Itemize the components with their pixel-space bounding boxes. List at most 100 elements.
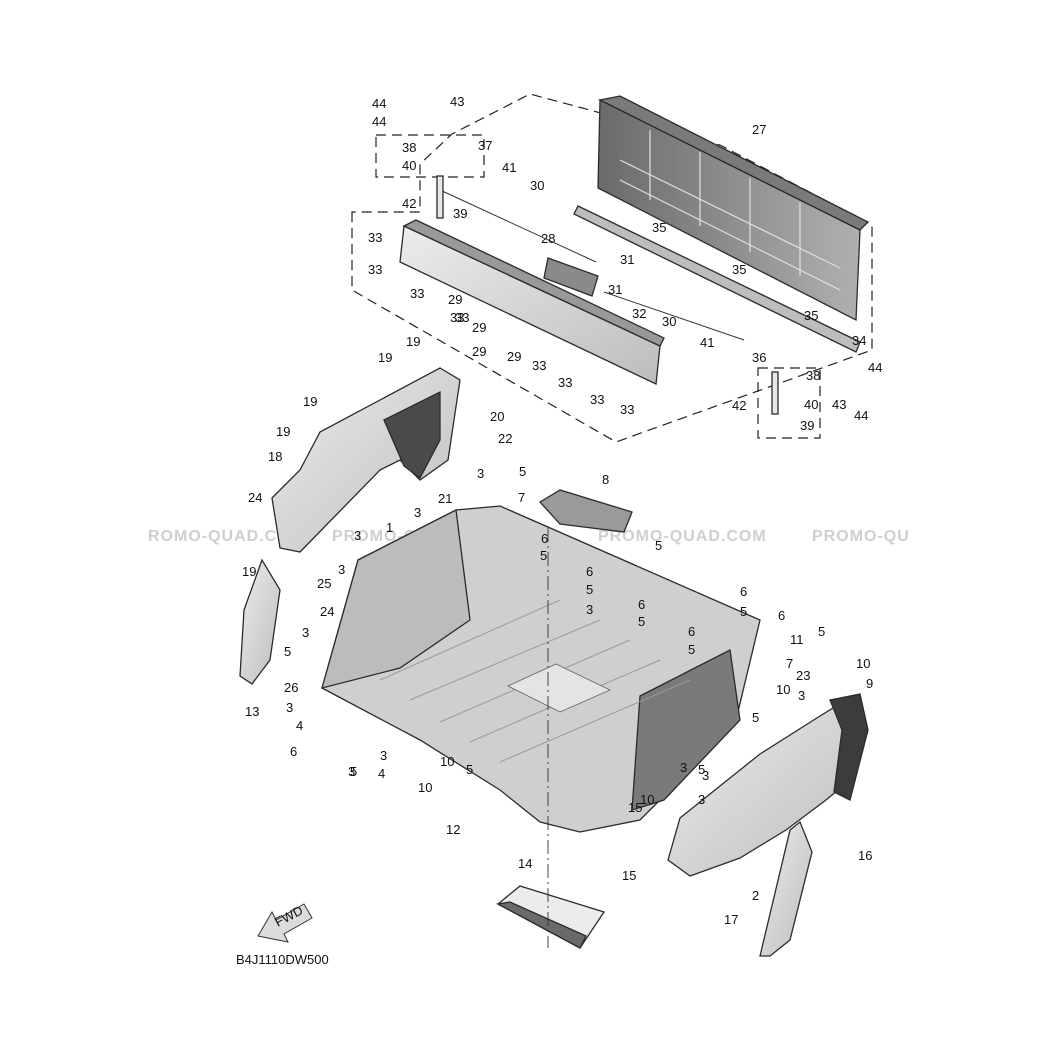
- callout-number: 5: [698, 762, 705, 777]
- callout-number: 33: [620, 402, 634, 417]
- callout-number: 44: [854, 408, 868, 423]
- callout-number: 4: [296, 718, 303, 733]
- watermark-text: PROMO-QU: [812, 528, 910, 545]
- callout-number: 3: [702, 768, 709, 783]
- callout-number: 4: [378, 766, 385, 781]
- callout-number: 25: [317, 576, 331, 591]
- callout-number: 3: [477, 466, 484, 481]
- callout-number: 24: [320, 604, 334, 619]
- callout-number: 3: [286, 700, 293, 715]
- callout-number: 30: [530, 178, 544, 193]
- callout-number: 31: [608, 282, 622, 297]
- callout-number: 43: [832, 397, 846, 412]
- callout-number: 5: [740, 604, 747, 619]
- callout-number: 34: [852, 333, 866, 348]
- callout-number: 39: [453, 206, 467, 221]
- callout-number: 16: [858, 848, 872, 863]
- callout-number: 17: [724, 912, 738, 927]
- callout-number: 28: [541, 231, 555, 246]
- callout-number: 3: [586, 602, 593, 617]
- callout-number: 19: [378, 350, 392, 365]
- callout-number: 15: [628, 800, 642, 815]
- callout-number: 9: [866, 676, 873, 691]
- callout-number: 3: [380, 748, 387, 763]
- callout-number: 1: [386, 520, 393, 535]
- tailgate-assembly-outline: [351, 93, 873, 443]
- callout-number: 6: [638, 597, 645, 612]
- tailgate-rail: [573, 205, 861, 353]
- callout-number: 12: [446, 822, 460, 837]
- callout-number: 5: [818, 624, 825, 639]
- callout-number: 44: [868, 360, 882, 375]
- tailgate-inner-panel: [399, 219, 665, 385]
- tailgate-latch: [543, 257, 599, 297]
- callout-number: 3: [302, 625, 309, 640]
- callout-number: 38: [806, 368, 820, 383]
- watermark-text: PROMO-QUAD.COM: [598, 528, 767, 545]
- callout-number: 19: [406, 334, 420, 349]
- callout-number: 10: [418, 780, 432, 795]
- callout-number: 5: [638, 614, 645, 629]
- callout-number: 5: [688, 642, 695, 657]
- fwd-arrow: FWD: [257, 903, 313, 943]
- callout-number: 29: [507, 349, 521, 364]
- cargo-bed: [321, 505, 761, 833]
- callout-number: 42: [402, 196, 416, 211]
- callout-number: 33: [368, 262, 382, 277]
- left-side-panel: [271, 367, 461, 553]
- callout-number: 3: [798, 688, 805, 703]
- callout-number: 3: [348, 764, 355, 779]
- callout-number: 6: [688, 624, 695, 639]
- callout-number: 7: [786, 656, 793, 671]
- callout-number: 5: [655, 538, 662, 553]
- callout-number: 10: [440, 754, 454, 769]
- callout-number: 33: [450, 310, 464, 325]
- callout-number: 29: [448, 292, 462, 307]
- callout-number: 21: [438, 491, 452, 506]
- callout-number: 10: [640, 792, 654, 807]
- right-side-panel: [667, 693, 869, 877]
- callout-number: 5: [466, 762, 473, 777]
- callout-number: 30: [662, 314, 676, 329]
- callout-number: 26: [284, 680, 298, 695]
- callout-number: 3: [414, 505, 421, 520]
- callout-number: 24: [248, 490, 262, 505]
- callout-number: 3: [354, 528, 361, 543]
- callout-number: 23: [796, 668, 810, 683]
- callout-number: 32: [632, 306, 646, 321]
- callout-number: 33: [532, 358, 546, 373]
- callout-number: 11: [790, 632, 804, 647]
- callout-number: 6: [778, 608, 785, 623]
- hinge-pin: [771, 371, 779, 415]
- callout-number: 6: [541, 531, 548, 546]
- callout-number: 5: [350, 764, 357, 779]
- watermark-text: ROMO-QUAD.COM: [148, 528, 305, 545]
- callout-number: 15: [622, 868, 636, 883]
- callout-number: 19: [303, 394, 317, 409]
- callout-number: 3: [338, 562, 345, 577]
- callout-number: 29: [472, 344, 486, 359]
- callout-number: 35: [652, 220, 666, 235]
- callout-number: 36: [752, 350, 766, 365]
- left-lower-bracket: [239, 558, 281, 685]
- callout-number: 33: [590, 392, 604, 407]
- callout-number: 42: [732, 398, 746, 413]
- callout-number: 5: [540, 548, 547, 563]
- callout-number: 31: [620, 252, 634, 267]
- callout-number: 19: [276, 424, 290, 439]
- callout-number: 6: [586, 564, 593, 579]
- callout-number: 35: [732, 262, 746, 277]
- tailgate-cable: [603, 291, 745, 341]
- callout-number: 41: [700, 335, 714, 350]
- callout-number: 20: [490, 409, 504, 424]
- callout-number: 40: [402, 158, 416, 173]
- callout-number: 18: [268, 449, 282, 464]
- callout-number: 8: [602, 472, 609, 487]
- callout-number: 6: [740, 584, 747, 599]
- callout-number: 44: [372, 96, 386, 111]
- callout-number: 39: [800, 418, 814, 433]
- step-tray: [496, 885, 606, 949]
- callout-number: 7: [518, 490, 525, 505]
- callout-number: 10: [776, 682, 790, 697]
